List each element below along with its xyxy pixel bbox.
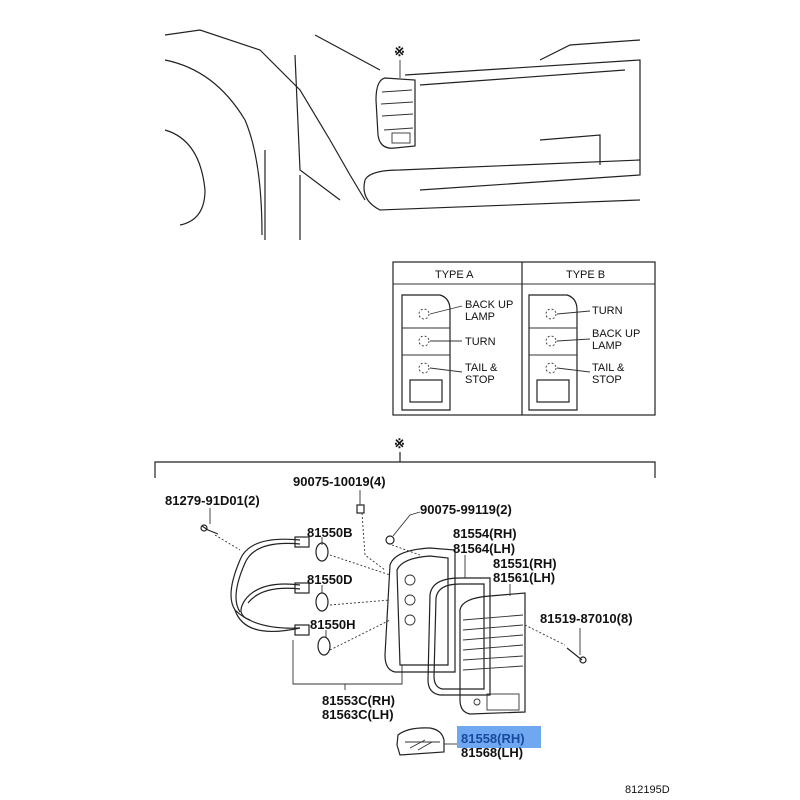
type-a-label: BACK UP — [465, 299, 513, 311]
type-b-label: TURN — [592, 305, 623, 317]
part-label-81551[interactable]: 81551(RH) — [493, 556, 557, 571]
type-b-label: STOP — [592, 374, 622, 386]
part-label-81550B[interactable]: 81550B — [307, 525, 353, 540]
diagram-code: 812195D — [625, 784, 670, 796]
part-label-81554[interactable]: 81554(RH) — [453, 526, 517, 541]
part-label-81279-91D01[interactable]: 81279-91D01(2) — [165, 493, 260, 508]
selected-part-highlight — [457, 726, 541, 748]
type-b-label: LAMP — [592, 340, 622, 352]
reference-mark-top: ※ — [394, 44, 405, 59]
reference-mark-assembly: ※ — [394, 436, 405, 451]
type-a-label: LAMP — [465, 311, 495, 323]
part-label-81558-selected[interactable]: 81558(RH) — [461, 731, 525, 746]
part-label-81550D[interactable]: 81550D — [307, 572, 353, 587]
part-label-90075-99119[interactable]: 90075-99119(2) — [420, 502, 512, 517]
part-label-81561[interactable]: 81561(LH) — [493, 570, 555, 585]
assembly-bracket — [154, 452, 656, 478]
type-b-label: TAIL & — [592, 362, 625, 374]
part-label-81564[interactable]: 81564(LH) — [453, 541, 515, 556]
part-label-81553C[interactable]: 81553C(RH) — [322, 693, 395, 708]
part-label-81563C[interactable]: 81563C(LH) — [322, 707, 394, 722]
type-a-label: STOP — [465, 374, 495, 386]
part-label-81519-87010[interactable]: 81519-87010(8) — [540, 611, 633, 626]
part-label-90075-10019[interactable]: 90075-10019(4) — [293, 474, 386, 489]
type-a-label: TURN — [465, 336, 496, 348]
type-b-title: TYPE B — [566, 269, 605, 281]
part-label-81550H[interactable]: 81550H — [310, 617, 356, 632]
part-label-81568[interactable]: 81568(LH) — [461, 745, 523, 760]
type-a-label: TAIL & — [465, 362, 498, 374]
exploded-assembly-illustration — [200, 490, 587, 756]
lamp-type-table — [392, 261, 656, 416]
type-b-label: BACK UP — [592, 328, 640, 340]
type-a-title: TYPE A — [435, 269, 474, 281]
truck-rear-illustration — [164, 29, 641, 240]
